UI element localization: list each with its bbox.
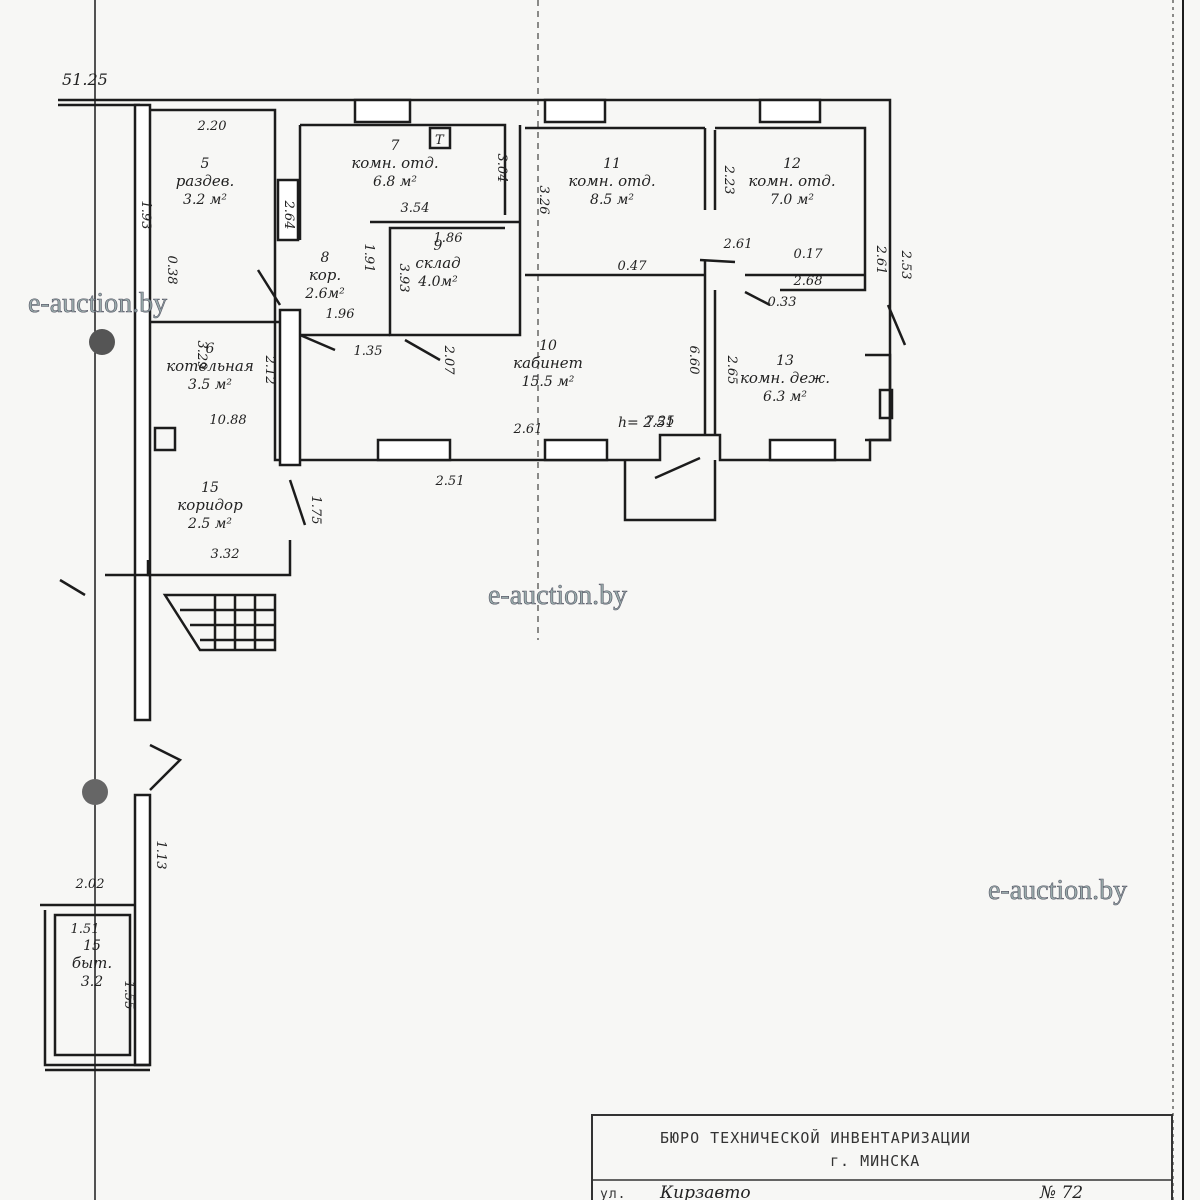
room-num: 5 [201, 156, 210, 172]
room-num: 9 [434, 238, 443, 254]
room-name: кабинет [513, 354, 583, 372]
dimension-label: 1.51 [71, 922, 100, 937]
watermark: e-auction.by [28, 288, 167, 319]
dimension-label: 1.13 [153, 841, 168, 870]
room-area: 7.0 м² [770, 192, 814, 208]
dimension-label: 3.32 [211, 547, 240, 562]
room-area: 3.2 [81, 974, 103, 990]
room-num: 6 [206, 341, 215, 357]
dimension-label: 1.93 [138, 201, 153, 230]
dimension-label: 1.75 [308, 496, 323, 525]
dimension-label: 2.64 [281, 200, 296, 230]
dimension-label: 1.96 [326, 307, 355, 322]
dimension-label: 0.38 [164, 256, 179, 285]
dimension-label: 6.60 [686, 346, 701, 375]
bti-stamp: БЮРО ТЕХНИЧЕСКОЙ ИНВЕНТАРИЗАЦИИ г. МИНСК… [591, 1114, 1173, 1200]
room-num: 11 [603, 156, 621, 172]
dimension-label: 1.35 [354, 344, 383, 359]
dimension-labels: 2.20 2.64 1.91 3.54 3.04 1.96 1.35 3.93 1.86 2.07… [71, 119, 913, 1009]
height-label: h= 2.51 [618, 415, 674, 431]
dimension-label: 2.20 [197, 119, 227, 134]
dimension-label: 2.68 [793, 274, 823, 289]
room-area: 3.2 м² [183, 192, 227, 208]
stamp-number: № 72 [1039, 1183, 1083, 1200]
dimension-label: 2.23 [721, 165, 736, 195]
room-num: 12 [783, 156, 801, 172]
dimension-label: 2.07 [441, 345, 456, 376]
dimension-label: 3.26 [536, 186, 551, 215]
room-num: 15 [83, 938, 101, 954]
dimension-label: 1.86 [434, 231, 463, 246]
dimension-label: 3.93 [396, 264, 411, 293]
dimension-label: 2.61 [513, 422, 543, 437]
dimension-label: 2.65 [724, 355, 739, 385]
dimension-label: 2.12 [262, 355, 277, 385]
room-name: кор. [309, 266, 341, 284]
dimension-label: 1.55 [121, 981, 136, 1010]
room-area: 4.0м² [417, 274, 458, 290]
room-name: склад [415, 254, 460, 272]
dimension-label: 2.61 [723, 237, 753, 252]
watermark: e-auction.by [988, 875, 1127, 906]
stamp-title: БЮРО ТЕХНИЧЕСКОЙ ИНВЕНТАРИЗАЦИИ [660, 1128, 971, 1147]
room-area: 8.5 м² [590, 192, 634, 208]
room-area: 2.5 м² [187, 516, 232, 532]
room-name: комн. деж. [740, 369, 830, 387]
room-name: коридор [177, 496, 243, 514]
stamp-city: г. МИНСКА [830, 1152, 920, 1170]
room-area: 15.5 м² [522, 374, 575, 390]
dimension-label: 2.61 [873, 245, 888, 275]
corner-mark: 51.25 [62, 70, 108, 89]
stamp-street-prefix: ул. [600, 1187, 626, 1200]
blot-mark [82, 779, 108, 805]
dimension-label: 2.53 [898, 250, 913, 280]
dimension-label: 3.04 [494, 154, 509, 183]
room-num: 10 [539, 338, 557, 354]
dimension-label: 2.02 [75, 877, 105, 892]
dimension-label: 1.91 [361, 244, 376, 273]
dimension-label: 2.51 [435, 474, 465, 489]
stamp-street: Кирзавто [659, 1183, 751, 1200]
room-name: комн. отд. [568, 172, 655, 190]
blot-mark [89, 329, 115, 355]
room-name: раздев. [176, 172, 235, 190]
room-num: 13 [776, 353, 794, 369]
dimension-label: 0.17 [794, 247, 824, 262]
t-mark: T [435, 133, 445, 148]
dimension-label: 0.47 [618, 259, 648, 274]
dimension-label: 0.33 [768, 295, 797, 310]
room-name: комн. отд. [748, 172, 835, 190]
dimension-label: 3.29 [194, 341, 209, 370]
room-area: 2.6м² [304, 286, 345, 302]
room-name: быт. [72, 954, 112, 972]
dimension-label: 7.25 [646, 414, 675, 429]
room-area: 3.5 м² [188, 377, 232, 393]
dimension-label: 3.54 [401, 201, 430, 216]
room-num: 8 [321, 250, 330, 266]
room-num: 7 [391, 138, 400, 154]
room-num: 15 [201, 480, 219, 496]
room-name: комн. отд. [351, 154, 438, 172]
room-area: 6.3 м² [763, 389, 807, 405]
dimension-label: 10.88 [209, 413, 246, 428]
watermark: e-auction.by [488, 580, 627, 611]
room-name: котельная [166, 357, 254, 375]
room-area: 6.8 м² [373, 174, 417, 190]
